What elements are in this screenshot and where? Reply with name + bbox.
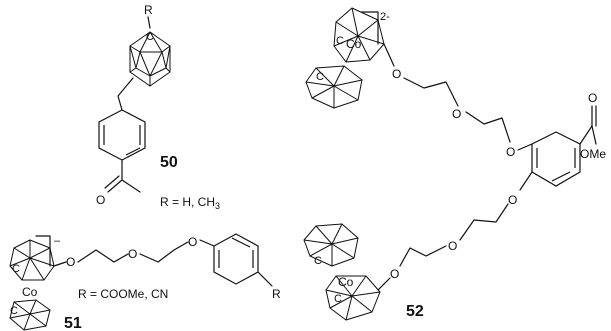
compound-52-cobalt-lower: Co [338, 275, 354, 289]
compound-50-methylene-bond [117, 77, 134, 111]
compound-52-cobalt-upper: Co [346, 37, 362, 51]
compound-50-cage-carbon: C [146, 31, 154, 43]
compound-52-ether-o-5: O [448, 239, 457, 253]
compound-51-benzene-ring [213, 233, 259, 285]
compound-52-ester-oxygen: O [588, 91, 597, 105]
compound-50: R C O 50 R = H, CH3 [96, 3, 220, 211]
compound-52-upper-chain-2 [465, 111, 511, 143]
compound-52-ether-o-3: O [506, 145, 515, 159]
compound-50-carbonyl-double-bond [104, 175, 120, 189]
compound-52-upper-o-aryl-bond [517, 143, 533, 151]
compound-52-upper-cage-1 [333, 7, 385, 63]
compound-50-number: 50 [160, 154, 178, 171]
compound-50-benzene-ring [98, 109, 146, 161]
compound-52-cage-carbon-2: C [316, 71, 324, 83]
compound-52-upper-cage-o-bond [383, 43, 395, 67]
compound-52-lower-cage-1 [303, 223, 359, 267]
compound-52-charge-bracket [361, 11, 379, 45]
compound-50-carborane-cage [129, 31, 171, 87]
compound-50-r-label: R [144, 3, 153, 17]
compound-52-cage-carbon-1: C [336, 35, 344, 47]
compound-51-cobalt: Co [22, 285, 38, 299]
compound-51-cage-carbon-upper: C [12, 263, 20, 275]
compound-51-lower-cage [9, 299, 51, 331]
compound-51: – C Co C O O O [9, 233, 281, 331]
compound-51-chain-1 [77, 249, 129, 263]
compound-52-ether-o-4: O [508, 193, 517, 207]
compound-52-central-benzene-ring [531, 131, 581, 187]
compound-51-charge-bracket [35, 235, 51, 267]
compound-51-o-aryl-bond [199, 239, 215, 247]
compound-51-ether-o-1: O [66, 255, 75, 269]
compound-51-ether-o-2: O [128, 247, 137, 261]
compound-51-r-definition: R = COOMe, CN [78, 287, 168, 301]
compound-50-carbonyl-bond [107, 179, 123, 193]
compound-51-number: 51 [64, 315, 82, 331]
compound-52-ester-ome-bond [591, 125, 597, 145]
compound-52-ester-ome: OMe [580, 147, 606, 161]
compound-51-chain-2 [139, 241, 189, 263]
compound-52-ether-o-2: O [452, 107, 461, 121]
compound-52-upper-chain-1 [403, 77, 459, 107]
compound-51-upper-cage [9, 239, 55, 281]
compound-52-ester-bond [579, 125, 593, 145]
bond-r-cage [147, 16, 151, 29]
compound-52-charge: 2- [380, 11, 390, 23]
compound-52-lower-chain-2 [399, 245, 447, 267]
compound-52-ether-o-1: O [392, 67, 401, 81]
compound-51-cage-o-bond [53, 261, 67, 267]
compound-51-charge: – [54, 235, 61, 247]
compound-52-ether-o-6: O [390, 267, 399, 281]
compound-52-lower-cage-o-bond [377, 277, 391, 291]
compound-52-number: 52 [406, 303, 424, 320]
compound-52-upper-cage-2 [305, 65, 363, 109]
compound-51-r-bond [257, 271, 273, 287]
compound-51-cage-carbon-lower: C [10, 305, 18, 317]
compound-52-lower-cage-2 [325, 275, 381, 321]
compound-50-carbonyl-oxygen: O [96, 193, 105, 207]
compound-51-r-label: R [272, 287, 281, 301]
compound-52-lower-chain-1 [459, 203, 509, 241]
compound-52-lower-o-aryl-bond [519, 171, 533, 191]
compound-52: 2- C Co C O O O [303, 7, 606, 321]
compound-52-cage-carbon-4: C [334, 293, 342, 305]
compound-50-r-definition: R = H, CH3 [160, 195, 220, 211]
compound-52-cage-carbon-3: C [314, 255, 322, 267]
compound-50-methyl-bond [121, 179, 141, 193]
compound-51-ether-o-3: O [188, 235, 197, 249]
